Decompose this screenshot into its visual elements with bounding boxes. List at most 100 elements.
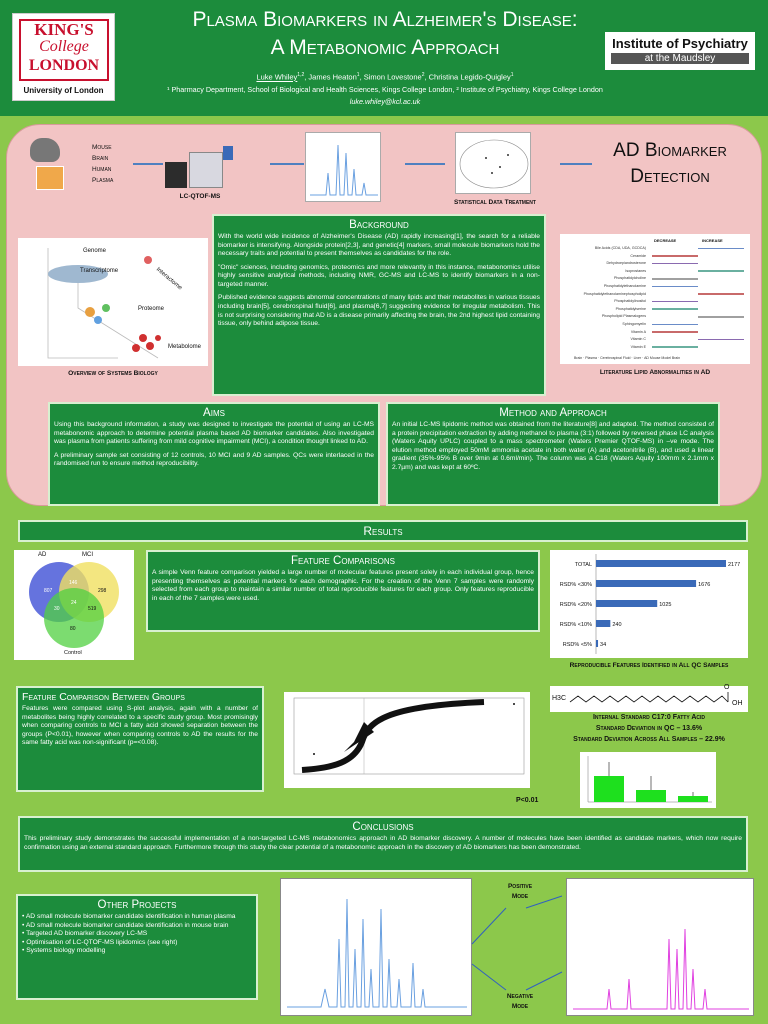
standard-line3: Standard Deviation Across All Samples – …: [573, 736, 725, 743]
results-title: Results: [363, 524, 403, 538]
sample-type-3: Plasma: [92, 177, 114, 184]
fatty-acid-icon: [569, 692, 729, 703]
fatty-acid-bar-icon: [587, 756, 712, 803]
chart-data-label: 2177: [728, 562, 740, 568]
sb-label-metabolome: Metabolome: [168, 344, 202, 350]
negative-mode-label: Negative Mode: [506, 993, 534, 1010]
chart-category-label: RSD% <10%: [560, 622, 592, 628]
author-lead: Luke Whiley: [256, 72, 298, 82]
lipid-row-bar: [652, 277, 698, 280]
kcl-logo-line3: LONDON: [28, 57, 100, 74]
venn-value-ad: 807: [44, 588, 53, 594]
sb-label-transcriptome: Transcriptome: [80, 268, 119, 274]
arrow-icon: [560, 163, 592, 165]
conclusions-title: Conclusions: [352, 821, 414, 833]
venn-value-ad-mci: 146: [69, 580, 78, 586]
negative-mode-chromatogram: [566, 878, 754, 1016]
chart-bar: [596, 560, 726, 567]
sample-type-0: Mouse: [92, 144, 112, 151]
background-box: Background With the world wide incidence…: [212, 214, 546, 396]
conclusions-box: Conclusions This preliminary study demon…: [18, 816, 748, 872]
chromatogram-thumb-icon: [310, 144, 378, 196]
background-p2: "Omic" sciences, including genomics, pro…: [218, 263, 540, 288]
lipid-row-bar: [652, 285, 698, 288]
chart-data-label: 1025: [659, 602, 671, 608]
venn-value-all: 24: [71, 600, 77, 606]
lipid-row-label: Vitamin A: [630, 329, 646, 334]
detection-line2: Detection: [630, 166, 710, 187]
iop-logo-line1: Institute of Psychiatry: [612, 36, 748, 51]
chart-caption: Reproducible Features Identified in All …: [569, 662, 729, 669]
lipid-row-bar: [652, 255, 698, 257]
lipid-header-increase: INCREASE: [702, 238, 723, 243]
lipid-table: DECREASE INCREASE Bile Acids (CDA, UDA, …: [560, 234, 750, 364]
lipid-row-label: Vitamin C: [630, 337, 646, 342]
detection-line1: AD Biomarker: [613, 140, 727, 161]
feature-comparisons-title: Feature Comparisons: [290, 555, 396, 567]
lipid-row-label: Phosphatidylethanolaminephospholipid: [583, 291, 646, 296]
venn-diagram: AD MCI Control 807 298 146 30 519 24 80: [14, 550, 134, 660]
kcl-logo-line4: University of London: [23, 86, 104, 95]
conclusions-p1: This preliminary study demonstrates the …: [24, 835, 742, 851]
lipid-row-label: Phosphatidylcholine: [614, 276, 646, 281]
lipid-row-label: Sphingomyelin: [622, 322, 646, 326]
lipid-row-label: Vitamin E: [630, 344, 646, 349]
standard-line1: Internal Standard C17:0 Fatty Acid: [592, 714, 706, 721]
iop-logo-line2: at the Maudsley: [611, 53, 749, 64]
chart-data-label: 34: [600, 642, 606, 648]
chart-data-label: 240: [612, 622, 621, 628]
chart-data-label: 1676: [698, 582, 710, 588]
lipid-header-decrease: DECREASE: [654, 238, 677, 243]
lipid-row-bar: [652, 300, 698, 303]
venn-value-mci-control: 519: [88, 606, 97, 612]
pvalue-label: P<0.01: [516, 797, 539, 804]
chromatogram-thumb: [305, 132, 381, 202]
stat-label: Statistical Data Treatment: [454, 199, 536, 206]
lipid-row-label: Phosphatidylserine: [615, 306, 646, 311]
lipid-row-bar: [698, 270, 744, 273]
chart-bar: [596, 580, 697, 587]
method-box: Method and Approach An initial LC-MS lip…: [386, 402, 720, 506]
affiliations: ¹ Pharmacy Department, School of Biologi…: [167, 85, 603, 94]
lipid-row-bar: [652, 346, 698, 349]
lipid-row-label: Isoprostanes: [625, 268, 646, 273]
formula-left: H3C: [552, 695, 567, 702]
email[interactable]: luke.whiley@kcl.ac.uk: [349, 97, 421, 106]
sample-type-1: Brain: [92, 155, 109, 162]
other-projects-list: • AD small molecule biomarker candidate …: [22, 913, 252, 956]
lipid-legend: Brain · Plasma · Cerebrospinal Fluid · L…: [574, 356, 681, 360]
arrow-icon: [133, 163, 163, 165]
lipid-row-bar: [698, 247, 744, 250]
kcl-logo-line1: KING'S: [34, 20, 94, 39]
lipid-row-bar: [698, 293, 744, 295]
chart-category-label: RSD% <5%: [563, 642, 592, 648]
between-groups-box: Feature Comparison Between Groups Featur…: [16, 686, 264, 792]
iop-logo: Institute of Psychiatry at the Maudsley: [605, 32, 755, 70]
feature-comparisons-box: Feature Comparisons A simple Venn featur…: [146, 550, 540, 632]
title-line1: Plasma Biomarkers in Alzheimer's Disease…: [192, 8, 578, 31]
between-groups-title: Feature Comparison Between Groups: [22, 691, 185, 703]
aims-title: Aims: [203, 407, 225, 419]
chart-category-label: RSD% <20%: [560, 602, 592, 608]
systems-biology-diagram: Genome Transcriptome Interactome Proteom…: [18, 238, 208, 366]
list-item: • Targeted AD biomarker discovery LC-MS: [22, 930, 148, 938]
lipid-row-bar: [652, 308, 698, 311]
feature-comparisons-p1: A simple Venn feature comparison yielded…: [152, 569, 534, 602]
formula-right: OH: [732, 700, 743, 707]
positive-mode-label: Positive Mode: [507, 883, 533, 900]
s-plot-icon: [293, 697, 525, 775]
aims-p2: A preliminary sample set consisting of 1…: [54, 451, 374, 468]
brain-image: [36, 166, 64, 190]
pca-plot-thumb: [455, 132, 531, 194]
formula-o: O: [724, 684, 730, 691]
lipid-row-label: Ceramide: [630, 253, 646, 258]
systems-biology-caption: Overview of Systems Biology: [68, 370, 158, 377]
instrument-image: [165, 142, 233, 188]
venn-value-ad-control: 30: [54, 606, 60, 612]
lipid-row-bar: [652, 331, 698, 333]
list-item: • Optimisation of LC-QTOF-MS lipidomics …: [22, 938, 178, 946]
other-projects-title: Other Projects: [97, 899, 177, 911]
chart-bar: [596, 640, 599, 647]
